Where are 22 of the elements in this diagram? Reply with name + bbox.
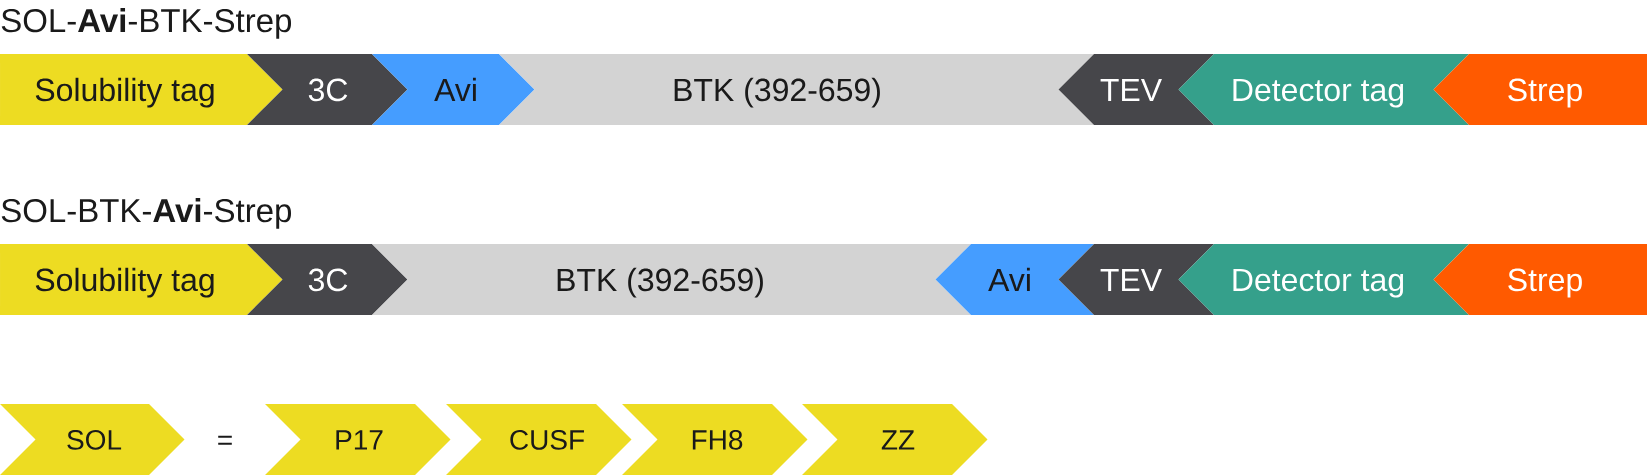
chevron-segment: ZZ <box>802 404 988 475</box>
chevron-segment: BTK (392-659) <box>372 244 971 315</box>
chevron-segment: BTK (392-659) <box>499 54 1094 125</box>
chevron-segment: Avi <box>935 244 1094 315</box>
heading: SOL-Avi-BTK-Strep <box>1 8 291 39</box>
chevron-segment: Detector tag <box>1178 244 1469 315</box>
chevron-segment: Solubility tag <box>0 54 283 125</box>
chevron-segment: Strep <box>1433 54 1647 125</box>
chevron-segment: Detector tag <box>1178 54 1469 125</box>
chevron-segment: FH8 <box>622 404 808 475</box>
chevron-segment: Strep <box>1433 244 1647 315</box>
chevron-segment: Avi <box>372 54 535 125</box>
equals-sign: = <box>218 435 232 445</box>
chevron-segment: Solubility tag <box>0 244 283 315</box>
chevron-segment: TEV <box>1058 244 1214 315</box>
chevron-segment: P17 <box>265 404 451 475</box>
heading: SOL-BTK-Avi-Strep <box>1 198 291 229</box>
chevron-segment: CUSF <box>446 404 632 475</box>
chevron-segment: SOL <box>0 404 185 475</box>
chevron-segment: TEV <box>1058 54 1214 125</box>
chevron-segment: 3C <box>247 244 408 315</box>
chevron-segment: 3C <box>247 54 408 125</box>
